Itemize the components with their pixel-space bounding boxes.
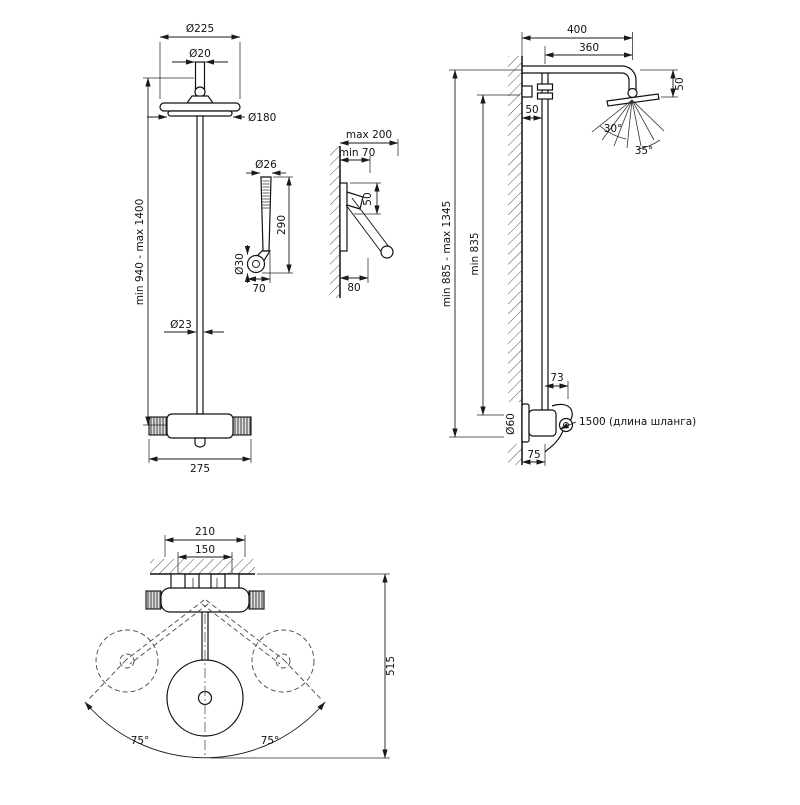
dim-bracket-depth: 80 [347,282,360,294]
side-view: 30° 35° 400 360 50 [441,24,696,466]
dim-plate-width: 210 [195,526,215,538]
dim-bracket-max: max 200 [346,129,392,141]
hose-curve [544,430,564,453]
mixer-front [148,413,252,448]
dim-base-offset: 75 [527,449,540,461]
dim-stem-diameter: Ø20 [189,48,211,60]
dim-angle-inner: 30° [604,123,623,135]
dim-swivel-left: 75° [131,735,150,747]
top-dimensions-upper: 210 150 [164,526,246,576]
dim-hand-head-diameter: Ø30 [234,253,246,275]
front-dimensions: Ø225 Ø20 Ø180 min 940 - max 1400 Ø23 275 [134,23,276,475]
dim-pipe-diameter: Ø23 [170,319,192,331]
dim-height-range: min 940 - max 1400 [134,199,146,306]
mixer-side [521,403,574,453]
swivel-arc [84,701,326,759]
hose-length-note: 1500 (длина шланга) [579,416,696,428]
side-dimensions: 400 360 50 50 min 885 - max 1345 min 835… [441,24,696,466]
mixer-top [145,573,265,613]
swivel-left [88,599,209,700]
wall-hatch-top [150,559,255,574]
dim-mixer-width: 275 [190,463,210,475]
dim-arm-span: 360 [579,42,599,54]
overhead-shower-head-front [159,61,241,117]
riser-pipe-front [196,115,204,415]
spray-lines [591,99,665,150]
hand-shower-dimensions: Ø26 290 Ø30 70 [234,159,293,295]
swivel-right [201,599,322,700]
hand-shower-view: Ø26 290 Ø30 70 [234,159,293,295]
dim-face-diameter: Ø180 [248,112,276,124]
hand-shower-body [246,176,272,274]
dim-bracket-slot: 50 [362,192,374,205]
dim-reach: 515 [385,656,397,676]
dim-angle-outer: 35° [635,145,654,157]
dim-hand-head-width: 70 [252,283,265,295]
front-view: Ø225 Ø20 Ø180 min 940 - max 1400 Ø23 275 [134,23,276,475]
dim-arm-reach: 400 [567,24,587,36]
bracket-body [339,182,394,259]
top-dimension-reach: 515 [211,573,397,759]
bracket-view: max 200 min 70 50 80 [330,129,399,298]
dim-handle-diameter: Ø26 [255,159,277,171]
shower-arm-side [522,65,660,107]
dim-escutcheon-diameter: Ø60 [505,413,517,435]
wall-hatch-bracket [330,146,340,298]
dim-side-height-min: min 835 [469,232,481,275]
dim-centers: 150 [195,544,215,556]
dim-bracket-min: min 70 [339,147,376,159]
top-view: 210 150 [84,526,397,759]
dim-hand-shower-length: 290 [276,215,288,235]
dim-holder-offset: 73 [550,372,563,384]
wall-hatch-side [508,56,522,465]
dim-swivel-right: 75° [261,735,280,747]
dim-head-drop: 50 [674,77,686,90]
bracket-dimensions: max 200 min 70 50 80 [339,129,399,294]
dim-head-diameter: Ø225 [186,23,214,35]
dim-side-height-range: min 885 - max 1345 [441,201,453,308]
dim-wall-gap: 50 [525,104,538,116]
riser-pipe-side [521,73,554,410]
